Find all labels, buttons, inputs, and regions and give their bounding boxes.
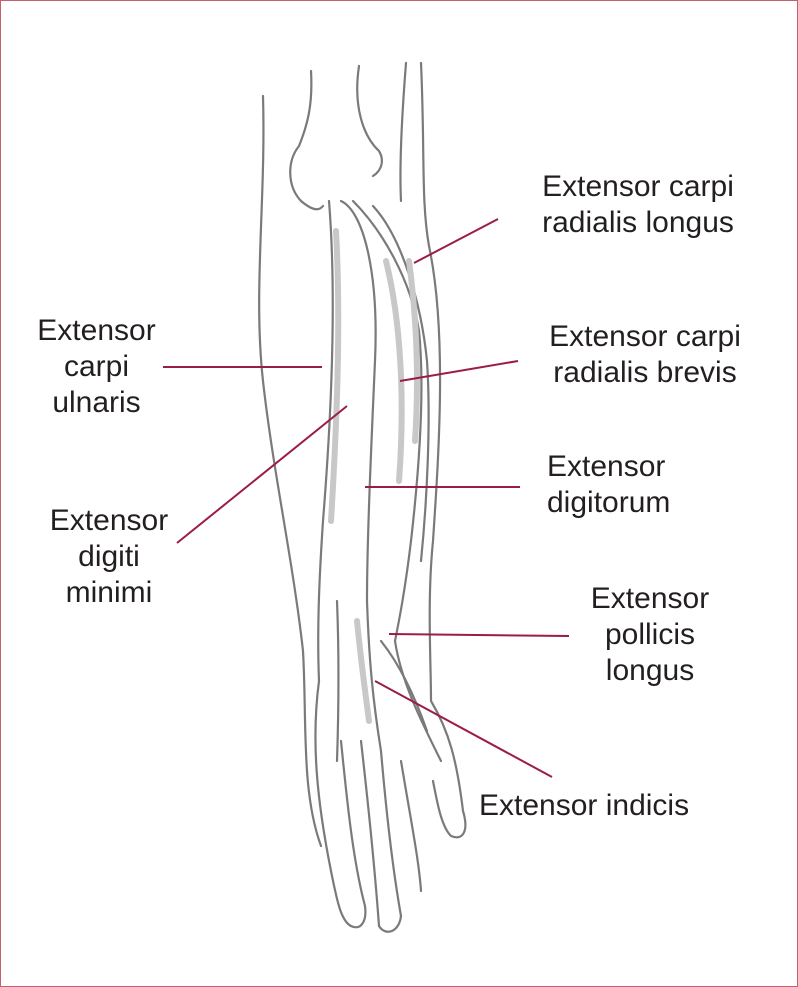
label-extensor-digiti-minimi: Extensor digiti minimi	[49, 504, 169, 609]
label-extensor-pollicis-longus: Extensor pollicis longus	[590, 582, 710, 687]
label-extensor-carpi-ulnaris: Extensor carpi ulnaris	[37, 314, 156, 419]
label-extensor-digitorum: Extensor digitorum	[547, 450, 671, 519]
muscle-shading	[328, 228, 420, 724]
label-extensor-indicis: Extensor indicis	[479, 789, 690, 822]
leader-line-epl	[388, 633, 570, 637]
label-extensor-carpi-radialis-longus: Extensor carpi radialis longus	[542, 170, 734, 239]
leader-line-ei	[374, 680, 553, 778]
leader-lines	[163, 218, 570, 778]
leader-line-edm	[176, 405, 348, 544]
leader-line-ecrb	[399, 360, 519, 382]
forearm-outline	[258, 61, 467, 933]
leader-line-ecrl	[413, 218, 499, 264]
label-extensor-carpi-radialis-brevis: Extensor carpi radialis brevis	[549, 320, 741, 389]
